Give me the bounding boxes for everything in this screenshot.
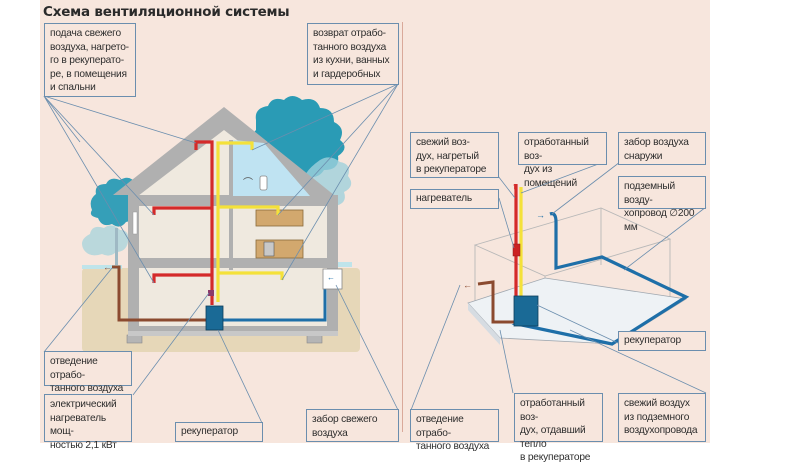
leader-lines-left	[43, 83, 399, 424]
intake-box	[322, 268, 343, 290]
tree-left-trunk	[115, 228, 118, 268]
discharge-duct-brown	[112, 265, 209, 322]
label-recuperator-house: рекуператор	[175, 422, 263, 442]
label-recuperator-underground: рекуператор	[618, 331, 706, 351]
label-electric-heater: электрический нагреватель мощ- ностью 2,…	[44, 394, 132, 451]
foundation-right	[306, 334, 323, 344]
label-exhaust-discharge: отведение отрабо- танного воздуха	[44, 351, 132, 394]
recuperator-unit-2	[513, 295, 539, 327]
label-outside-air-intake: забор воздуха снаружи	[618, 132, 706, 165]
leader-lines-right	[410, 161, 707, 411]
foundation-left	[126, 334, 143, 344]
arrow-in-icon: ←	[327, 273, 335, 282]
arrow-intake-icon: →	[536, 210, 545, 220]
house: ⌒	[113, 107, 338, 344]
label-fresh-heated-air: свежий воз- дух, нагретый в рекуператоре	[410, 132, 499, 178]
ventilation-artwork: ⌒ ← ←	[43, 83, 707, 424]
label-exhaust-from-rooms: отработанный воз- дух из помещений	[518, 132, 607, 189]
arrow-up-icon: ↑	[512, 181, 517, 191]
recuperator-unit	[205, 305, 224, 331]
supply-duct-red	[152, 140, 214, 305]
tree-left-faded	[82, 225, 129, 256]
label-supply-fresh-air: подача свежего воздуха, нагрето- го в ре…	[44, 23, 136, 97]
toilet-icon	[259, 175, 268, 191]
attic-divider	[229, 140, 233, 270]
ground-surface	[82, 265, 122, 269]
room-1f	[139, 268, 327, 326]
sink-icon: ⌒	[243, 177, 253, 189]
label-fresh-air-intake: забор свежего воздуха	[306, 409, 399, 442]
underground-scheme: ↑ → ←	[463, 181, 690, 346]
discharge-duct-brown-2	[477, 280, 517, 324]
heater-unit	[512, 243, 521, 257]
foundation-slab	[128, 331, 338, 336]
label-fresh-from-underground: свежий воздух из подземного воздухопрово…	[618, 393, 706, 442]
stove-icon	[263, 241, 275, 257]
label-exhaust-after-heat-exchange: отработанный воз- дух, отдавший тепло в …	[514, 393, 603, 463]
label-return-exhaust-air: возврат отрабо- танного воздуха из кухни…	[307, 23, 399, 85]
label-exhaust-discharge-underground: отведение отрабо- танного воздуха	[410, 409, 499, 452]
ground-surface-right	[330, 262, 352, 267]
arrow-out-icon: ←	[103, 262, 112, 272]
electric-heater-unit	[208, 290, 214, 296]
arrow-discharge-icon: ←	[463, 280, 472, 290]
label-underground-duct: подземный возду- хопровод ∅200 мм	[618, 176, 706, 233]
exhaust-duct-yellow	[216, 141, 284, 302]
window-left	[132, 211, 138, 235]
bathroom	[233, 140, 310, 196]
section-divider	[402, 22, 403, 432]
kitchen-lower-cabinets	[255, 239, 304, 259]
label-heater: нагреватель	[410, 189, 499, 209]
slab-edge	[468, 303, 500, 345]
diagram-title: Схема вентиляционной системы	[43, 4, 290, 20]
